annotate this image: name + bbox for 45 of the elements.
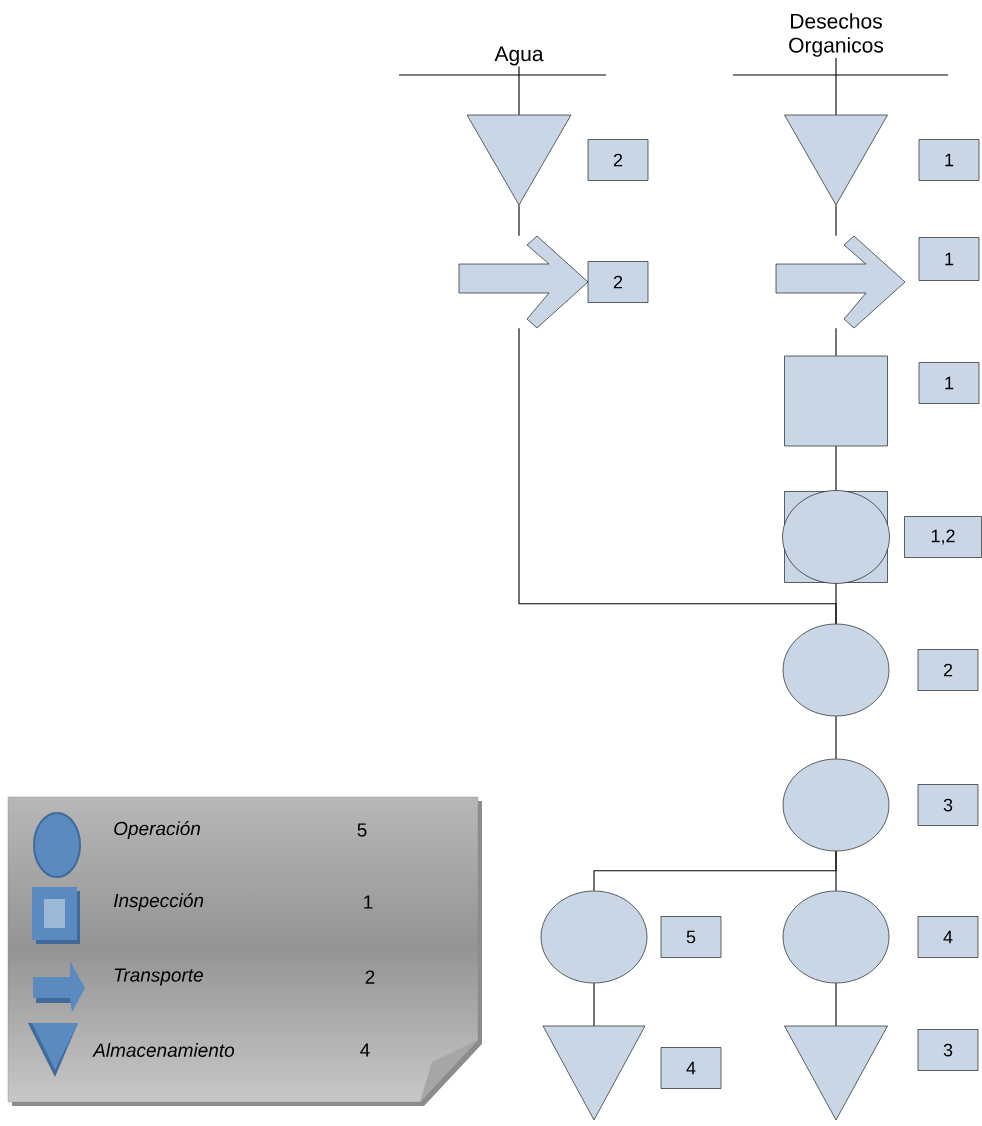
transport-symbol xyxy=(458,235,589,329)
connector-line xyxy=(518,204,520,237)
operation-circle xyxy=(540,890,648,984)
number-box: 1,2 xyxy=(904,516,982,558)
connector-line xyxy=(518,66,520,116)
legend-text: Almacenamiento xyxy=(92,1043,235,1057)
count-number: 2 xyxy=(365,970,375,984)
operation-circle xyxy=(782,890,890,984)
storage-triangle xyxy=(784,1025,888,1121)
count-number: 5 xyxy=(357,823,367,837)
storage-triangle xyxy=(784,114,888,206)
combined-symbol xyxy=(782,490,890,584)
number-box: 3 xyxy=(917,784,979,826)
count-number: 1 xyxy=(364,895,373,909)
number-box: 4 xyxy=(660,1047,722,1089)
number-box: 3 xyxy=(917,1029,979,1071)
operation-circle xyxy=(782,623,890,717)
connector-line xyxy=(835,204,837,237)
number-box: 2 xyxy=(587,139,649,181)
heading-text: Desechos Organicos xyxy=(732,13,949,76)
connector-line xyxy=(835,445,837,491)
heading-text: Agua xyxy=(398,46,607,76)
legend-text: Inspección xyxy=(113,893,204,911)
connector-line xyxy=(835,57,837,116)
number-box: 1 xyxy=(918,362,980,404)
connector-line xyxy=(835,982,837,1027)
legend-text: Operación xyxy=(114,821,200,839)
number-box: 5 xyxy=(660,916,722,958)
count-number: 4 xyxy=(360,1043,370,1057)
number-box: 2 xyxy=(917,649,979,691)
storage-triangle xyxy=(542,1025,646,1121)
number-box: 1 xyxy=(918,237,980,281)
connector-line xyxy=(835,583,837,625)
connector-line xyxy=(835,850,837,892)
connector-line xyxy=(835,715,837,760)
number-box: 4 xyxy=(917,916,979,958)
legend-text: Transporte xyxy=(114,968,203,986)
storage-triangle xyxy=(466,114,572,206)
transport-symbol xyxy=(775,235,906,329)
number-box: 1 xyxy=(918,139,980,181)
connector-line xyxy=(593,982,595,1027)
inspection-square xyxy=(784,355,888,447)
number-box: 2 xyxy=(587,261,649,303)
connector-line xyxy=(835,327,837,357)
operation-circle xyxy=(782,758,890,852)
